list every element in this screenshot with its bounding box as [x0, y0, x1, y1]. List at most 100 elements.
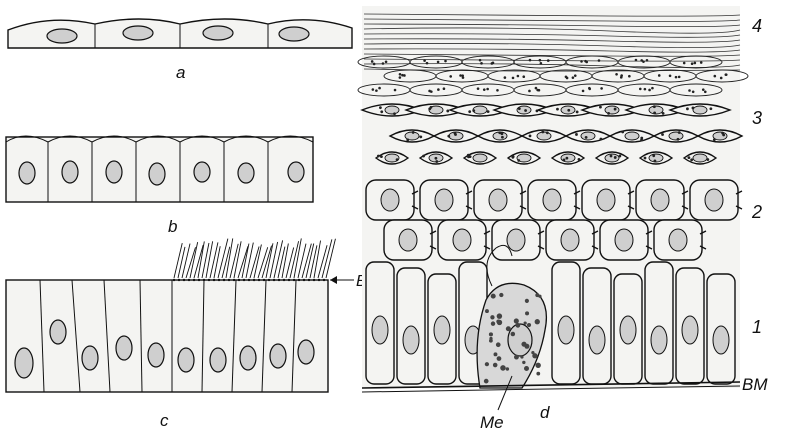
keratin-granule: [443, 87, 446, 90]
keratin-granule: [651, 87, 654, 90]
nucleus: [453, 229, 471, 251]
melanin-granule: [491, 321, 495, 325]
keratohyalin-granule: [709, 107, 712, 110]
melanin-granule: [514, 318, 519, 323]
cilium: [218, 239, 228, 278]
keratin-granule: [401, 74, 404, 77]
keratohyalin-granule: [406, 138, 409, 141]
basal-body: [273, 279, 275, 281]
cilium: [318, 245, 327, 278]
keratin-granule: [540, 62, 543, 65]
melanin-granule: [489, 332, 493, 336]
keratohyalin-granule: [677, 138, 680, 141]
panel-a-squamous-epithelium: [8, 19, 352, 48]
keratin-granule: [683, 62, 686, 65]
keratin-granule: [372, 88, 375, 91]
keratohyalin-granule: [529, 134, 532, 137]
melanin-granule: [524, 322, 527, 325]
basal-body: [218, 279, 220, 281]
nucleus: [705, 189, 723, 211]
keratin-granule: [483, 88, 486, 91]
nucleus: [489, 189, 507, 211]
keratin-granule: [580, 60, 583, 63]
basal-body: [233, 279, 235, 281]
keratin-granule: [477, 87, 480, 90]
keratohyalin-granule: [563, 159, 566, 162]
keratin-granule: [512, 77, 515, 80]
keratohyalin-granule: [419, 136, 422, 139]
melanin-granule: [521, 342, 526, 347]
melanin-granule: [525, 299, 529, 303]
keratohyalin-granule: [618, 155, 621, 158]
melanin-granule: [497, 320, 502, 325]
keratohyalin-granule: [599, 106, 602, 109]
basal-body: [193, 279, 195, 281]
keratin-granule: [522, 75, 525, 78]
keratin-granule: [529, 59, 532, 62]
melanin-granule: [490, 315, 494, 319]
keratin-granule: [480, 62, 483, 65]
keratohyalin-granule: [524, 109, 527, 112]
keratohyalin-granule: [565, 157, 568, 160]
nucleus: [473, 154, 487, 162]
melanin-granule: [489, 337, 492, 340]
keratin-granule: [714, 75, 717, 78]
basal-body: [173, 279, 175, 281]
layer-4-label: 4: [752, 16, 762, 36]
keratohyalin-granule: [541, 131, 544, 134]
basal-body: [178, 279, 180, 281]
keratin-granule: [628, 75, 631, 78]
nucleus: [649, 106, 663, 114]
nucleus: [589, 326, 605, 354]
basal-body: [313, 279, 315, 281]
melanin-granule: [535, 319, 540, 324]
keratin-granule: [491, 62, 494, 65]
basal-body: [248, 279, 250, 281]
nucleus: [473, 106, 487, 114]
nucleus: [615, 229, 633, 251]
keratohyalin-granule: [454, 133, 457, 136]
keratohyalin-granule: [435, 157, 438, 160]
melanin-granule: [514, 355, 519, 360]
keratin-granule: [426, 62, 429, 65]
nucleus: [381, 189, 399, 211]
keratohyalin-granule: [377, 155, 380, 158]
melanocyte-label: Me: [480, 413, 504, 432]
keratin-granule: [678, 76, 681, 79]
basal-body: [253, 279, 255, 281]
layer-2-label: 2: [751, 202, 762, 222]
basal-body: [298, 279, 300, 281]
keratin-granule: [535, 87, 538, 90]
keratin-granule: [486, 88, 489, 91]
nucleus: [682, 316, 698, 344]
keratohyalin-granule: [621, 131, 624, 134]
keratohyalin-granule: [501, 136, 504, 139]
keratohyalin-granule: [721, 132, 724, 135]
keratohyalin-granule: [652, 154, 655, 157]
nucleus: [693, 106, 707, 114]
keratin-granule: [574, 74, 577, 77]
basal-body: [208, 279, 210, 281]
keratin-granule: [394, 89, 397, 92]
basal-body: [278, 279, 280, 281]
basal-body: [238, 279, 240, 281]
basal-body: [203, 279, 205, 281]
melanin-granule: [527, 323, 531, 327]
nucleus: [605, 106, 619, 114]
keratin-granule: [449, 75, 452, 78]
keratohyalin-granule: [713, 138, 716, 141]
keratin-granule: [423, 59, 426, 62]
nucleus: [651, 189, 669, 211]
basal-body: [213, 279, 215, 281]
melanin-granule: [499, 293, 503, 297]
nucleus: [543, 189, 561, 211]
keratohyalin-granule: [614, 156, 617, 159]
cilium: [174, 243, 182, 278]
keratin-granule: [538, 89, 541, 92]
keratin-granule: [598, 59, 601, 62]
nucleus: [713, 326, 729, 354]
keratohyalin-granule: [396, 158, 399, 161]
keratin-granule: [720, 77, 723, 80]
nucleus: [651, 326, 667, 354]
keratohyalin-granule: [412, 131, 415, 134]
